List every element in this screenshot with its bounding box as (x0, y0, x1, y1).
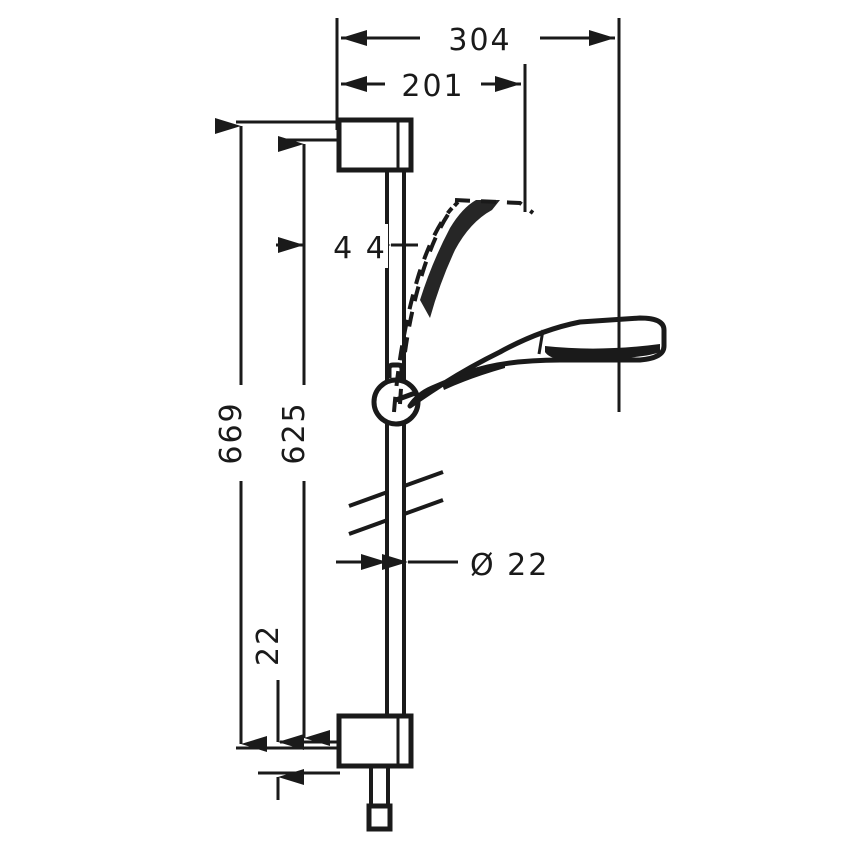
top-wall-bracket (336, 117, 414, 173)
dimension-625: 625 (277, 136, 340, 746)
dimension-label-304: 304 (448, 23, 511, 58)
bottom-wall-bracket (336, 713, 414, 769)
dimension-201: 201 (341, 62, 527, 212)
dimension-22-bottom: 22 (251, 610, 340, 800)
dimension-label-201: 201 (401, 69, 464, 104)
dimension-diameter-22: Ø 22 (336, 548, 549, 583)
dimension-44: 4 4 (276, 224, 418, 268)
dimension-669: 669 (214, 118, 340, 752)
hose-connector (366, 766, 393, 832)
dimension-304: 304 (335, 16, 621, 412)
hand-shower (395, 315, 667, 409)
dimension-label-669: 669 (214, 401, 249, 464)
dimension-label-diameter-22: Ø 22 (470, 548, 549, 583)
hand-shower-tilted-position (392, 198, 535, 413)
hand-shower-tilted-shading (420, 200, 500, 318)
slide-bar (385, 130, 406, 730)
dimension-label-22: 22 (251, 624, 286, 666)
dimension-label-625: 625 (277, 401, 312, 464)
bar-break-symbol (348, 470, 444, 540)
dimension-label-44: 4 4 (333, 231, 387, 266)
